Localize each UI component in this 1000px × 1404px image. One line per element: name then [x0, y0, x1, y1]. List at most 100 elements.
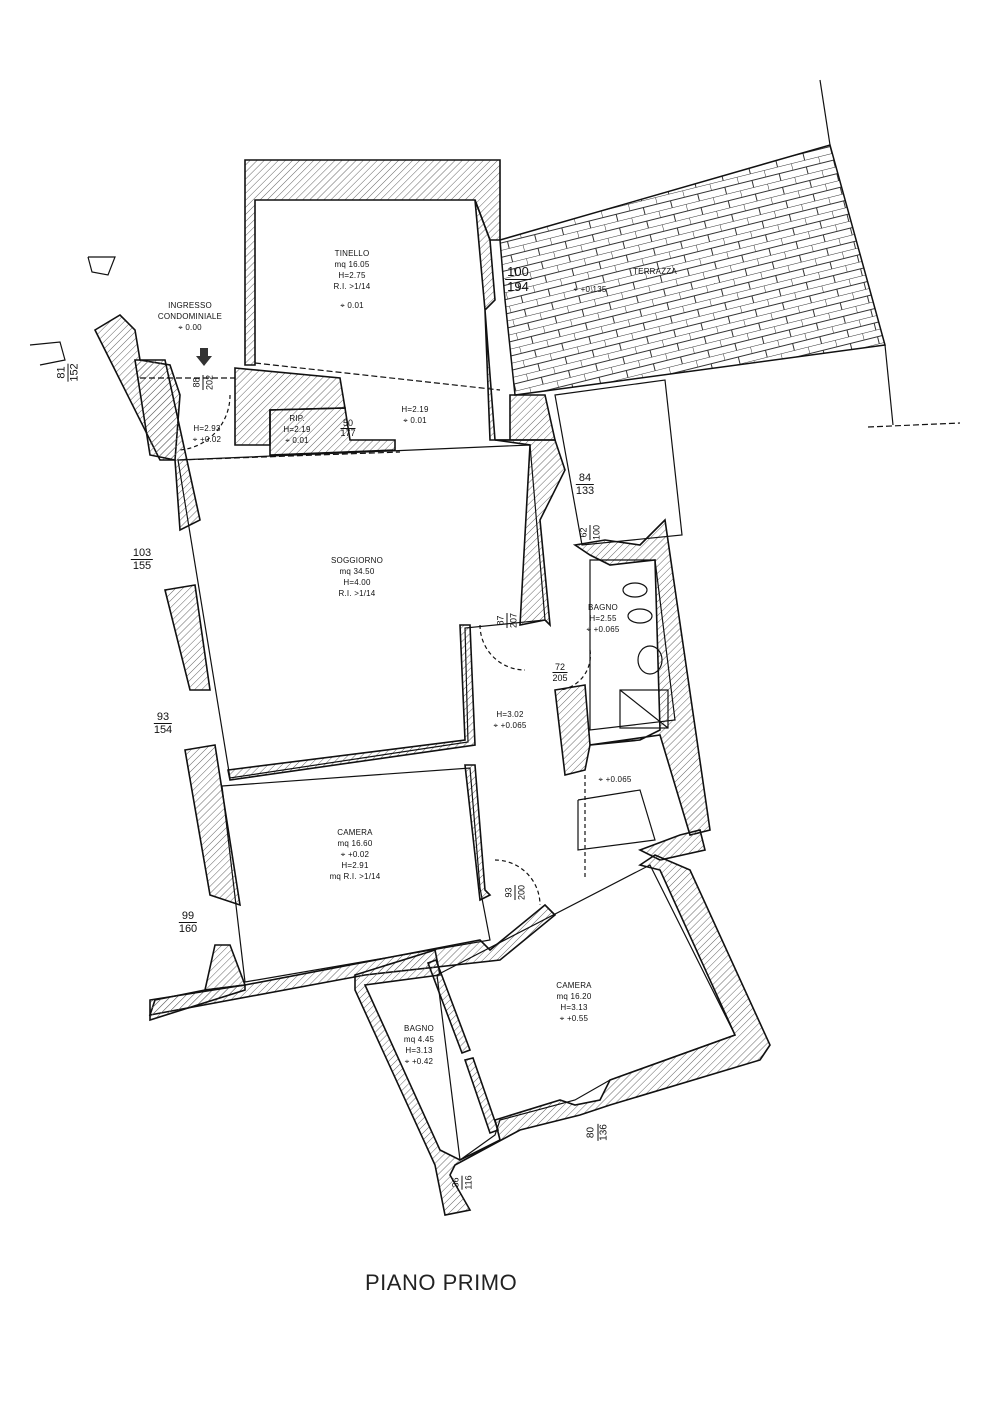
- room-name: RIP.: [289, 414, 305, 423]
- room-label-rip: RIP. H=2.19 ⌖ 0.01: [283, 413, 310, 446]
- opening-height: 152: [68, 363, 81, 382]
- level-icon: ⌖: [493, 721, 501, 730]
- room-height: H=2.19: [401, 405, 429, 414]
- room-name: TERRAZZA: [633, 267, 677, 276]
- entry-arrow-icon: [196, 348, 212, 366]
- room-area: mq 16.05: [334, 260, 370, 269]
- room-soggiorno: [177, 444, 546, 779]
- opening-width: 100: [505, 264, 531, 280]
- terrace-boundary-2: [884, 344, 894, 426]
- room-label-hall: H=3.02 ⌖ +0.065: [493, 709, 526, 731]
- room-level: 0.01: [410, 416, 427, 425]
- room-label-terrazza: TERRAZZA: [633, 266, 677, 277]
- room-height: H=2.19: [283, 425, 311, 434]
- room-camera1: [221, 767, 491, 983]
- wall-soggiorno-right: [494, 439, 566, 628]
- wall-camera2: [354, 854, 771, 1216]
- opening-height: 202: [204, 374, 215, 391]
- room-label-entry-hall: H=2.93 ⌖ +0.02: [193, 423, 221, 445]
- terrace-paving: [499, 144, 886, 396]
- opening-width: 80: [585, 1124, 599, 1141]
- room-level: +0.55: [566, 1014, 589, 1023]
- room-camera2: [436, 864, 736, 1162]
- room-area: mq 16.60: [337, 839, 373, 848]
- opening-width: 50: [340, 419, 356, 429]
- wall-partition-soggiorno: [227, 624, 476, 781]
- room-name: BAGNO: [404, 1024, 434, 1033]
- washbasin: [637, 645, 663, 675]
- opening-height: 116: [463, 1175, 474, 1190]
- room-ri: R.I. >1/14: [333, 282, 371, 291]
- opening-height: 154: [153, 724, 173, 736]
- shower: [619, 689, 669, 729]
- room-label-corridor: H=2.19 ⌖ 0.01: [401, 404, 428, 426]
- level-icon: ⌖: [340, 850, 348, 859]
- opening-width: 88: [190, 374, 204, 391]
- wall-left-2: [164, 584, 211, 691]
- room-area: mq 16.20: [556, 992, 592, 1001]
- wall-bagno1: [554, 518, 711, 836]
- room-name: CAMERA: [556, 981, 592, 990]
- room-ri: mq R.I. >1/14: [329, 872, 381, 881]
- room-height: H=4.00: [343, 578, 371, 587]
- room-level: +0.065: [500, 721, 527, 730]
- opening-width: 103: [130, 547, 154, 560]
- wall-tinello: [244, 159, 501, 366]
- room-level: +0.065: [605, 775, 632, 784]
- room-bagno1: [589, 559, 676, 731]
- bidet: [627, 608, 653, 624]
- level-icon: ⌖: [573, 285, 581, 294]
- room-level: +0.42: [411, 1057, 434, 1066]
- level-icon: ⌖: [559, 1014, 567, 1023]
- annex-building: [554, 379, 683, 546]
- level-icon: ⌖: [285, 436, 293, 445]
- drawing-title: PIANO PRIMO: [365, 1270, 518, 1295]
- room-height: H=3.13: [560, 1003, 588, 1012]
- toilet: [622, 582, 648, 598]
- level-icon: ⌖: [404, 1057, 412, 1066]
- opening-height: 205: [552, 673, 568, 683]
- opening-width: 93: [502, 884, 516, 901]
- room-label-stair-landing: ⌖ +0.065: [598, 774, 631, 785]
- wall-stair: [638, 829, 706, 861]
- room-name: TINELLO: [334, 249, 370, 258]
- room-height: H=2.55: [589, 614, 617, 623]
- room-level: +0.02: [199, 435, 222, 444]
- level-icon: ⌖: [403, 416, 411, 425]
- room-height: H=2.93: [193, 424, 221, 433]
- wall-outside-bottomleft: [149, 984, 246, 1022]
- opening-width: 87: [494, 612, 508, 629]
- room-label-tinello: TINELLO mq 16.05 H=2.75 R.I. >1/14 ⌖ 0.0…: [334, 248, 371, 311]
- wall-tinello-right: [474, 199, 556, 441]
- room-height: H=2.75: [338, 271, 366, 280]
- room-level: +0.02: [347, 850, 370, 859]
- room-ri: R.I. >1/14: [338, 589, 376, 598]
- level-icon: ⌖: [340, 301, 348, 310]
- opening-height: 200: [516, 884, 527, 901]
- room-level: +0.135: [580, 285, 607, 294]
- room-area: mq 34.50: [339, 567, 375, 576]
- room-height: H=2.91: [341, 861, 369, 870]
- room-name-2: CONDOMINIALE: [157, 312, 223, 321]
- terrace-boundary: [819, 79, 831, 146]
- room-height: H=3.02: [496, 710, 524, 719]
- opening-height: 136: [598, 1124, 610, 1141]
- wall-left-4: [203, 944, 247, 991]
- room-level: 0.01: [292, 436, 309, 445]
- room-name: CAMERA: [337, 828, 373, 837]
- room-label-camera1: CAMERA mq 16.60 ⌖ +0.02 H=2.91 mq R.I. >…: [330, 827, 381, 882]
- room-label-bagno1: BAGNO H=2.55 ⌖ +0.065: [586, 602, 619, 635]
- opening-height: 177: [340, 428, 356, 438]
